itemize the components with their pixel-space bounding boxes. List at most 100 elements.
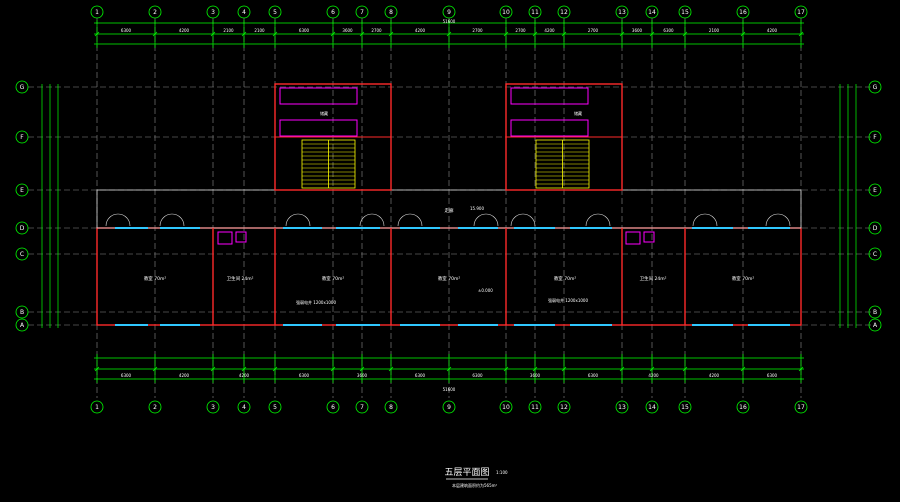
axis-bubble-left-F: F xyxy=(15,130,29,144)
axis-bubble-bottom-15: 15 xyxy=(678,400,692,414)
axis-bubble-bottom-5: 5 xyxy=(268,400,282,414)
axis-bubble-left-G-label: G xyxy=(20,84,25,91)
axis-bubble-right-F: F xyxy=(868,130,882,144)
axis-bubble-bottom-16-label: 16 xyxy=(739,404,747,411)
axis-bubble-right-F-label: F xyxy=(873,134,877,141)
axis-bubble-right-A: A xyxy=(868,318,882,332)
axis-bubble-bottom-16-circle xyxy=(736,400,750,414)
toilet-fixture-1 xyxy=(217,231,233,245)
bottom-dim-label-8: 3600 xyxy=(530,373,541,378)
axis-bubble-left-E-label: E xyxy=(20,187,24,194)
drawing-title: 五层平面图 xyxy=(444,467,489,478)
axis-bubble-bottom-7: 7 xyxy=(355,400,369,414)
axis-bubble-bottom-6: 6 xyxy=(326,400,340,414)
axis-bubble-top-16-circle xyxy=(736,5,750,19)
sink-fixture-2 xyxy=(643,231,655,243)
door-arc-9 xyxy=(692,213,718,227)
axis-bubble-right-C: C xyxy=(868,247,882,261)
axis-bubble-bottom-8: 8 xyxy=(384,400,398,414)
fixtures xyxy=(217,87,655,245)
bottom-dim-slash-12 xyxy=(561,366,567,372)
axis-bubble-left-D-circle xyxy=(15,221,29,235)
axis-bubble-bottom-1-circle xyxy=(90,400,104,414)
axis-bubble-bottom-5-circle xyxy=(268,400,282,414)
axis-bubble-top-17: 17 xyxy=(794,5,808,19)
axis-bubble-left-B-circle xyxy=(15,305,29,319)
axis-bubble-bottom-1-label: 1 xyxy=(95,404,99,411)
axis-bubble-left-E: E xyxy=(15,183,29,197)
axis-bubble-top-13-label: 13 xyxy=(618,9,626,16)
axis-bubble-left-F-circle xyxy=(15,130,29,144)
axis-bubble-right-E-label: E xyxy=(873,187,877,194)
axis-bubble-bottom-4-circle xyxy=(237,400,251,414)
bottom-total-dimension: 51600 xyxy=(443,387,456,392)
bottom-dim-label-12: 6300 xyxy=(767,373,778,378)
axis-bubble-right-G-label: G xyxy=(873,84,878,91)
axis-bubble-left-B: B xyxy=(15,305,29,319)
axis-bubble-top-7-circle xyxy=(355,5,369,19)
axis-bubble-bottom-12: 12 xyxy=(557,400,571,414)
bottom-dim-label-2: 4200 xyxy=(179,373,190,378)
axis-bubble-top-2-label: 2 xyxy=(153,9,157,16)
axis-bubble-top-6: 6 xyxy=(326,5,340,19)
axis-bubble-top-2: 2 xyxy=(148,5,162,19)
axis-bubble-bottom-6-label: 6 xyxy=(331,404,335,411)
bottom-dim-label-5: 3600 xyxy=(357,373,368,378)
corridor-outline xyxy=(96,189,802,229)
room-label-classroom-4: 教室 70m² xyxy=(554,275,577,282)
axis-bubble-top-9: 9 xyxy=(442,5,456,19)
top-dim-label-10: 2700 xyxy=(515,28,526,33)
axis-bubble-left-C-circle xyxy=(15,247,29,261)
top-dim-label-7: 2700 xyxy=(371,28,382,33)
axis-bubble-right-D: D xyxy=(868,221,882,235)
axis-bubble-top-14: 14 xyxy=(645,5,659,19)
bottom-dim-label-10: 4200 xyxy=(648,373,659,378)
axis-bubble-top-12-label: 12 xyxy=(560,9,568,16)
axis-bubble-left-G: G xyxy=(15,80,29,94)
axis-bubble-top-3-circle xyxy=(206,5,220,19)
axis-bubble-right-G-circle xyxy=(868,80,882,94)
axis-bubble-bottom-1: 1 xyxy=(90,400,104,414)
axis-bubble-bottom-3-circle xyxy=(206,400,220,414)
axis-bubble-top-10-label: 10 xyxy=(502,9,510,16)
bottom-dim-slash-11 xyxy=(532,366,538,372)
axis-bubble-right-E: E xyxy=(868,183,882,197)
axis-bubble-right-B-circle xyxy=(868,305,882,319)
axis-bubble-left-D: D xyxy=(15,221,29,235)
axis-bubble-right-C-label: C xyxy=(873,251,877,258)
axis-bubble-bottom-15-circle xyxy=(678,400,692,414)
bottom-dim-slash-17 xyxy=(798,366,804,372)
axis-bubble-top-13: 13 xyxy=(615,5,629,19)
bottom-dim-slash-4 xyxy=(241,366,247,372)
axis-bubble-top-8: 8 xyxy=(384,5,398,19)
top-dim-slash-10 xyxy=(503,31,509,37)
room-label-toilet-right: 卫生间 24m² xyxy=(640,275,667,282)
door-arc-7 xyxy=(510,213,536,227)
axis-bubble-top-2-circle xyxy=(148,5,162,19)
axis-bubble-bottom-7-label: 7 xyxy=(360,404,364,411)
storage-shelf-bottom-2 xyxy=(510,119,589,137)
axis-bubble-top-11: 11 xyxy=(528,5,542,19)
axis-bubble-right-B-label: B xyxy=(873,309,877,316)
axis-bubble-top-15-label: 15 xyxy=(681,9,689,16)
axis-bubbles: 1122334455667788991010111112121313141415… xyxy=(15,5,882,414)
toilet-fixture-2 xyxy=(625,231,641,245)
axis-bubble-left-A-label: A xyxy=(20,322,25,329)
axis-bubble-bottom-3: 3 xyxy=(206,400,220,414)
axis-bubble-top-12: 12 xyxy=(557,5,571,19)
axis-bubble-bottom-14-label: 14 xyxy=(648,404,656,411)
axis-bubble-bottom-10-label: 10 xyxy=(502,404,510,411)
top-dim-slash-11 xyxy=(532,31,538,37)
bottom-dim-slash-5 xyxy=(272,366,278,372)
top-dim-label-2: 4200 xyxy=(179,28,190,33)
axis-bubble-left-C: C xyxy=(15,247,29,261)
axis-bubble-top-11-circle xyxy=(528,5,542,19)
axis-bubble-bottom-9-circle xyxy=(442,400,456,414)
building-walls xyxy=(96,83,802,326)
sink-fixture-1 xyxy=(235,231,247,243)
bottom-dim-slash-2 xyxy=(152,366,158,372)
axis-bubble-bottom-10-circle xyxy=(499,400,513,414)
axis-bubble-bottom-9: 9 xyxy=(442,400,456,414)
axis-bubble-top-17-circle xyxy=(794,5,808,19)
axis-bubble-right-D-label: D xyxy=(873,225,878,232)
